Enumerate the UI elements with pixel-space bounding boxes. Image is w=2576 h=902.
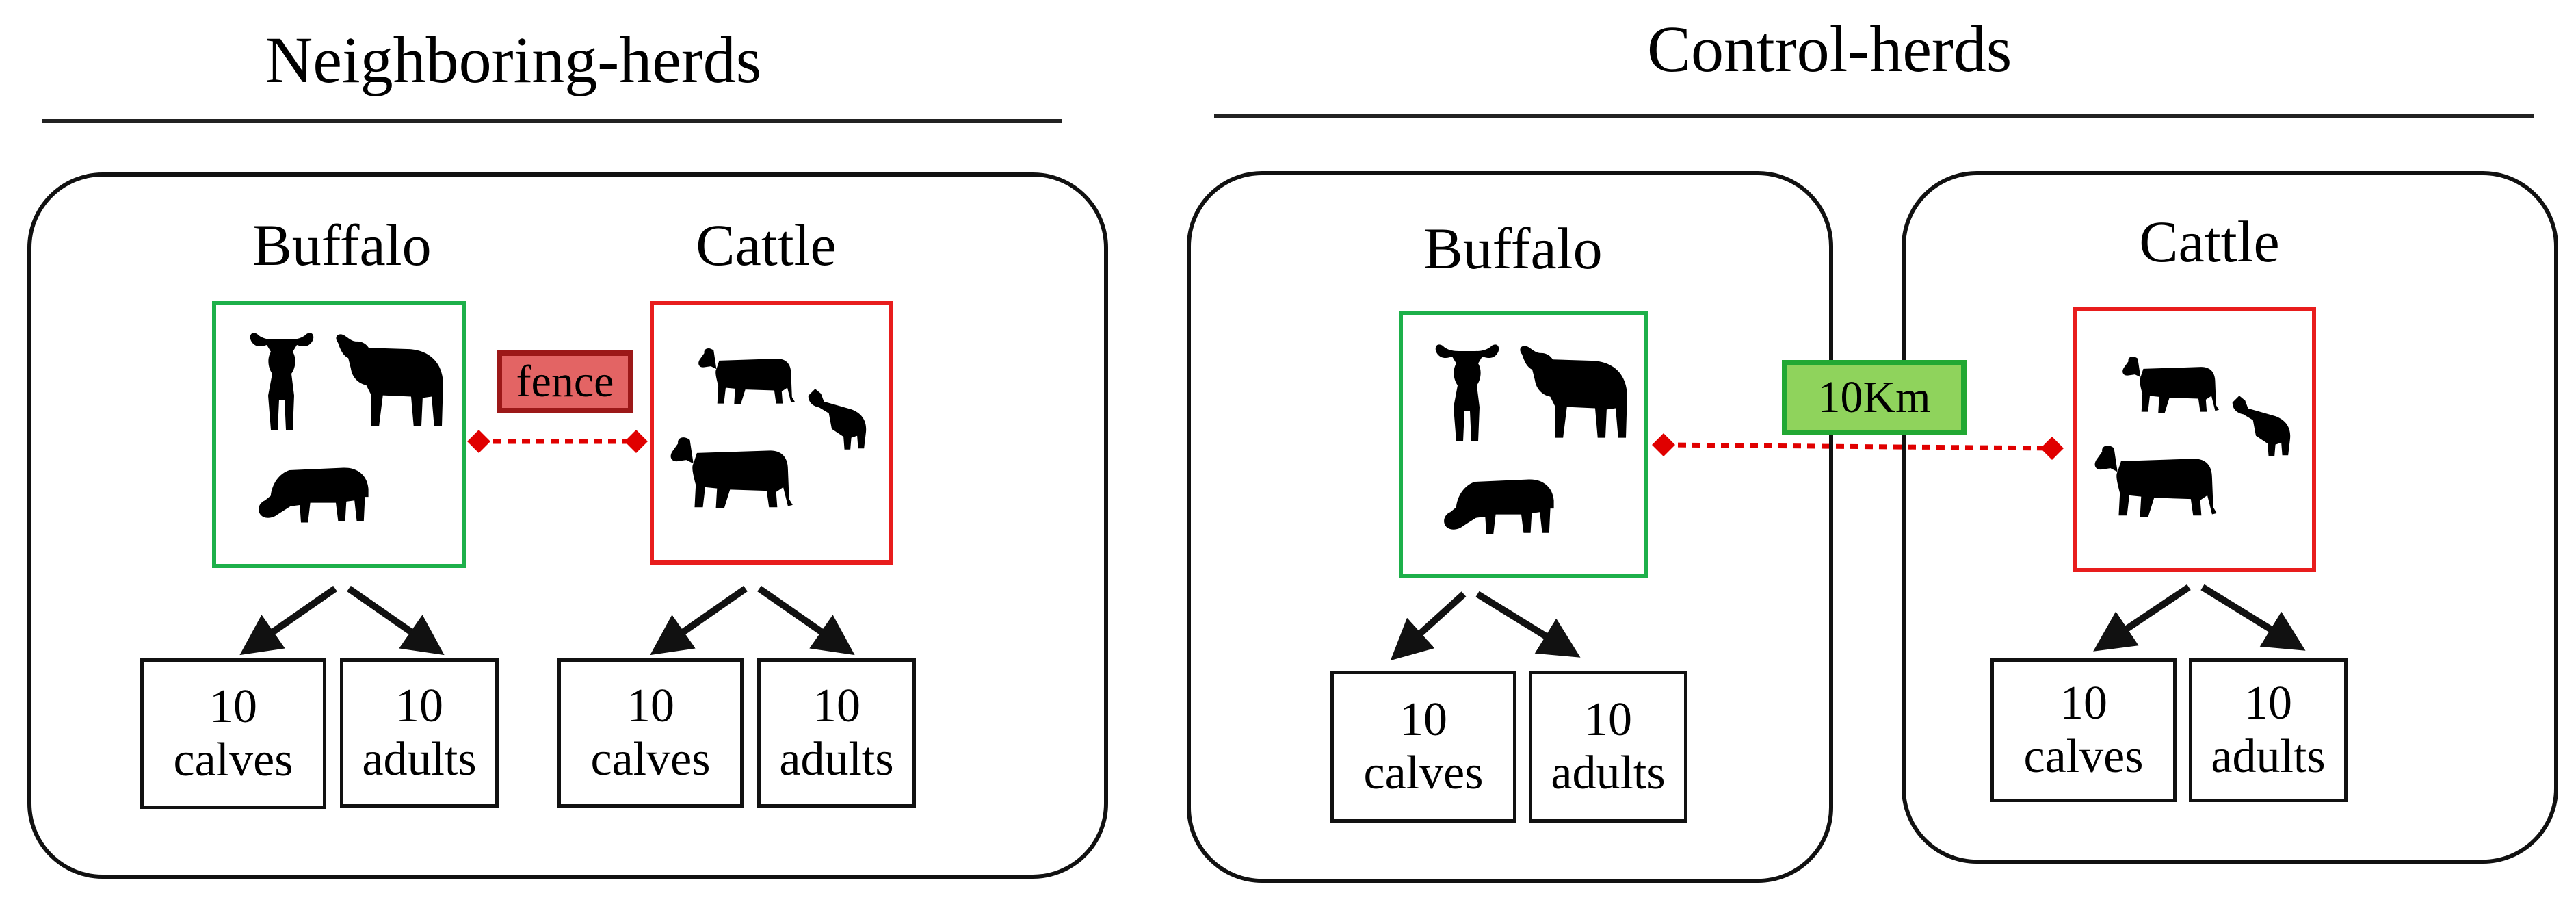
count-box-cattle-calves: 10 calves bbox=[557, 658, 744, 808]
count-label: adults bbox=[779, 733, 894, 786]
left-cattle-split-arrows bbox=[650, 585, 855, 656]
count-label: calves bbox=[173, 734, 293, 786]
count-box-cattle-adults: 10 adults bbox=[757, 658, 916, 808]
count-label: adults bbox=[362, 733, 477, 786]
buffalo-silhouettes-icon bbox=[250, 333, 443, 523]
section-rule-control bbox=[1214, 114, 2534, 118]
right-cattle-split-arrows bbox=[2093, 584, 2306, 652]
species-label-buffalo: Buffalo bbox=[1423, 216, 1603, 281]
buffalo-herd-box bbox=[212, 301, 466, 568]
count-number: 10 bbox=[209, 680, 257, 733]
species-label-buffalo: Buffalo bbox=[252, 212, 432, 278]
count-label: adults bbox=[1551, 747, 1666, 799]
count-number: 10 bbox=[1399, 693, 1447, 746]
control-buffalo-panel bbox=[1187, 171, 1833, 883]
cattle-silhouettes-icon bbox=[670, 348, 867, 508]
count-label: calves bbox=[2023, 730, 2144, 783]
section-title-control: Control-herds bbox=[1647, 12, 2012, 86]
species-label-cattle: Cattle bbox=[2139, 209, 2280, 274]
species-label-cattle: Cattle bbox=[696, 212, 837, 278]
count-number: 10 bbox=[1584, 693, 1632, 746]
count-number: 10 bbox=[395, 679, 443, 732]
buffalo-herd-box bbox=[1399, 311, 1648, 578]
section-title-neighboring: Neighboring-herds bbox=[265, 23, 762, 96]
count-number: 10 bbox=[813, 679, 860, 732]
section-rule-neighboring bbox=[42, 119, 1062, 123]
buffalo-silhouettes-icon bbox=[1435, 344, 1627, 534]
count-label: adults bbox=[2211, 730, 2326, 783]
count-number: 10 bbox=[627, 679, 674, 732]
fence-label: fence bbox=[497, 350, 633, 413]
count-number: 10 bbox=[2244, 676, 2292, 730]
count-box-buffalo-adults: 10 adults bbox=[340, 658, 499, 808]
count-number: 10 bbox=[2060, 676, 2107, 730]
cattle-silhouettes-icon bbox=[2094, 357, 2291, 517]
distance-label: 10Km bbox=[1782, 360, 1967, 435]
count-box-buffalo-calves: 10 calves bbox=[140, 658, 326, 809]
count-box-buffalo-adults: 10 adults bbox=[1529, 671, 1687, 823]
fence-connector bbox=[467, 430, 648, 453]
neighboring-herds-panel bbox=[27, 172, 1108, 879]
control-cattle-panel bbox=[1902, 171, 2558, 864]
count-box-buffalo-calves: 10 calves bbox=[1330, 671, 1516, 823]
count-label: calves bbox=[590, 733, 711, 786]
cattle-herd-box bbox=[650, 301, 893, 565]
right-buffalo-split-arrows bbox=[1390, 591, 1581, 661]
count-label: calves bbox=[1363, 747, 1484, 799]
cattle-herd-box bbox=[2073, 307, 2316, 572]
count-box-cattle-adults: 10 adults bbox=[2189, 658, 2348, 802]
count-box-cattle-calves: 10 calves bbox=[1990, 658, 2177, 802]
left-buffalo-split-arrows bbox=[239, 585, 445, 656]
